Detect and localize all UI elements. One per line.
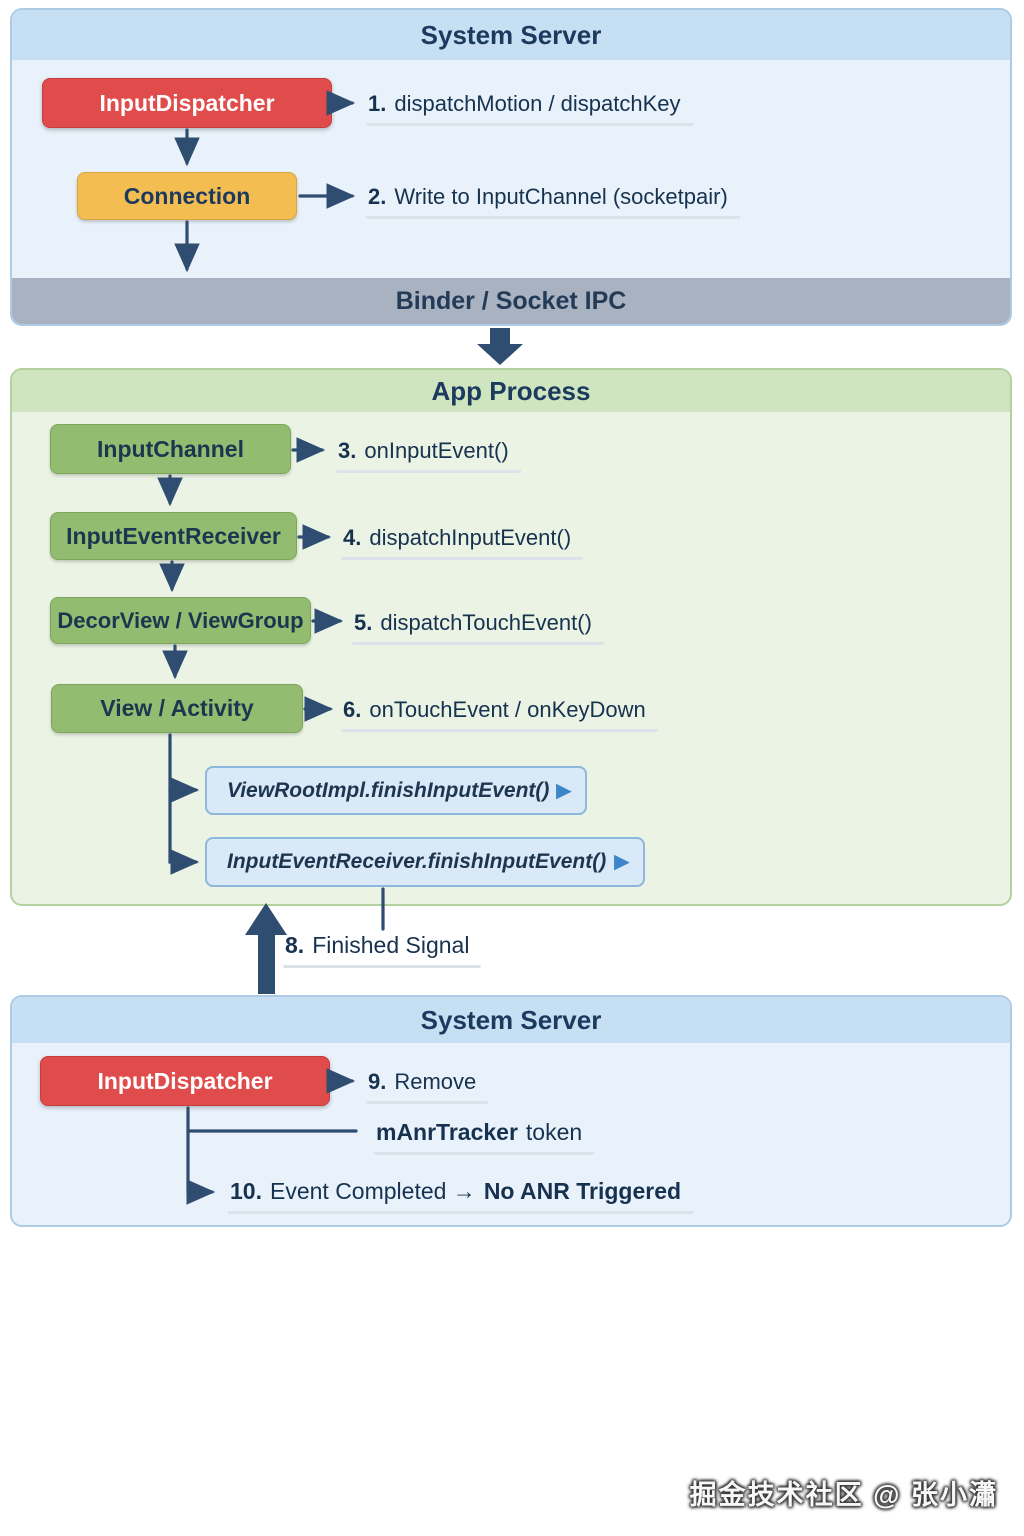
step-text: Write to InputChannel (socketpair) bbox=[394, 184, 728, 209]
step-number: 1. bbox=[368, 91, 387, 116]
step-number: 6. bbox=[343, 697, 362, 722]
play-icon: ▶ bbox=[556, 780, 571, 801]
step-9-label: 9. Remove bbox=[366, 1067, 489, 1104]
step-text: dispatchMotion / dispatchKey bbox=[394, 91, 681, 116]
finish-box-label: InputEventReceiver.finishInputEvent() bbox=[227, 850, 607, 873]
connection-node: Connection bbox=[77, 172, 297, 220]
viewrootimpl-finish-box: ViewRootImpl.finishInputEvent() ▶ bbox=[205, 766, 587, 815]
step-number: 4. bbox=[343, 525, 362, 550]
input-dispatcher-node-bottom: InputDispatcher bbox=[40, 1056, 330, 1106]
step-10-label: 10. Event Completed → No ANR Triggered bbox=[228, 1176, 694, 1214]
node-label: InputEventReceiver bbox=[66, 522, 281, 549]
step-text: Event Completed → bbox=[269, 1178, 476, 1204]
step-8-label: 8. Finished Signal bbox=[283, 930, 482, 968]
node-label: DecorView / ViewGroup bbox=[57, 607, 304, 633]
panel-title: System Server bbox=[12, 997, 1010, 1043]
step-5-label: 5. dispatchTouchEvent() bbox=[352, 608, 604, 645]
node-label: InputDispatcher bbox=[99, 89, 275, 116]
step-text: Remove bbox=[394, 1069, 477, 1094]
tracker-text: token bbox=[525, 1119, 583, 1145]
panel-title: App Process bbox=[12, 370, 1010, 412]
system-server-panel-bottom: System Server bbox=[10, 995, 1012, 1227]
step-number: 3. bbox=[338, 438, 357, 463]
decor-view-node: DecorView / ViewGroup bbox=[50, 597, 311, 644]
panel-title: System Server bbox=[12, 10, 1010, 60]
node-label: InputDispatcher bbox=[97, 1067, 273, 1094]
anr-tracker-label: mAnrTracker token bbox=[374, 1117, 595, 1155]
system-server-panel-top: System Server Binder / Socket IPC bbox=[10, 8, 1012, 326]
input-channel-node: InputChannel bbox=[50, 424, 291, 474]
step-text: Finished Signal bbox=[312, 932, 470, 958]
ipc-bar: Binder / Socket IPC bbox=[12, 278, 1010, 324]
step-number: 10. bbox=[230, 1178, 262, 1204]
node-label: View / Activity bbox=[100, 695, 254, 721]
step-number: 5. bbox=[354, 610, 373, 635]
step-1-label: 1. dispatchMotion / dispatchKey bbox=[366, 89, 693, 126]
finished-signal-arrow bbox=[245, 903, 287, 994]
node-label: Connection bbox=[123, 182, 251, 209]
play-icon: ▶ bbox=[614, 851, 629, 873]
view-activity-node: View / Activity bbox=[51, 684, 303, 733]
step-4-label: 4. dispatchInputEvent() bbox=[341, 523, 584, 560]
step-2-label: 2. Write to InputChannel (socketpair) bbox=[366, 182, 740, 219]
node-label: InputChannel bbox=[97, 435, 244, 462]
input-event-receiver-node: InputEventReceiver bbox=[50, 512, 297, 560]
step-text: onInputEvent() bbox=[364, 438, 509, 463]
step-number: 9. bbox=[368, 1069, 387, 1094]
step-3-label: 3. onInputEvent() bbox=[336, 436, 521, 473]
ipc-down-arrow bbox=[477, 328, 523, 365]
step-text: dispatchTouchEvent() bbox=[380, 610, 592, 635]
step-text: onTouchEvent / onKeyDown bbox=[369, 697, 646, 722]
step-text: dispatchInputEvent() bbox=[369, 525, 572, 550]
finish-box-label: ViewRootImpl.finishInputEvent() bbox=[227, 778, 550, 802]
watermark: 掘金技术社区 @ 张小瀟 bbox=[689, 1480, 998, 1510]
input-event-receiver-finish-box: InputEventReceiver.finishInputEvent() ▶ bbox=[205, 837, 645, 887]
step-text-bold: No ANR Triggered bbox=[483, 1178, 682, 1204]
step-6-label: 6. onTouchEvent / onKeyDown bbox=[341, 695, 658, 732]
tracker-name: mAnrTracker bbox=[376, 1119, 518, 1145]
step-number: 2. bbox=[368, 184, 387, 209]
input-dispatcher-node: InputDispatcher bbox=[42, 78, 332, 128]
step-number: 8. bbox=[285, 932, 305, 958]
